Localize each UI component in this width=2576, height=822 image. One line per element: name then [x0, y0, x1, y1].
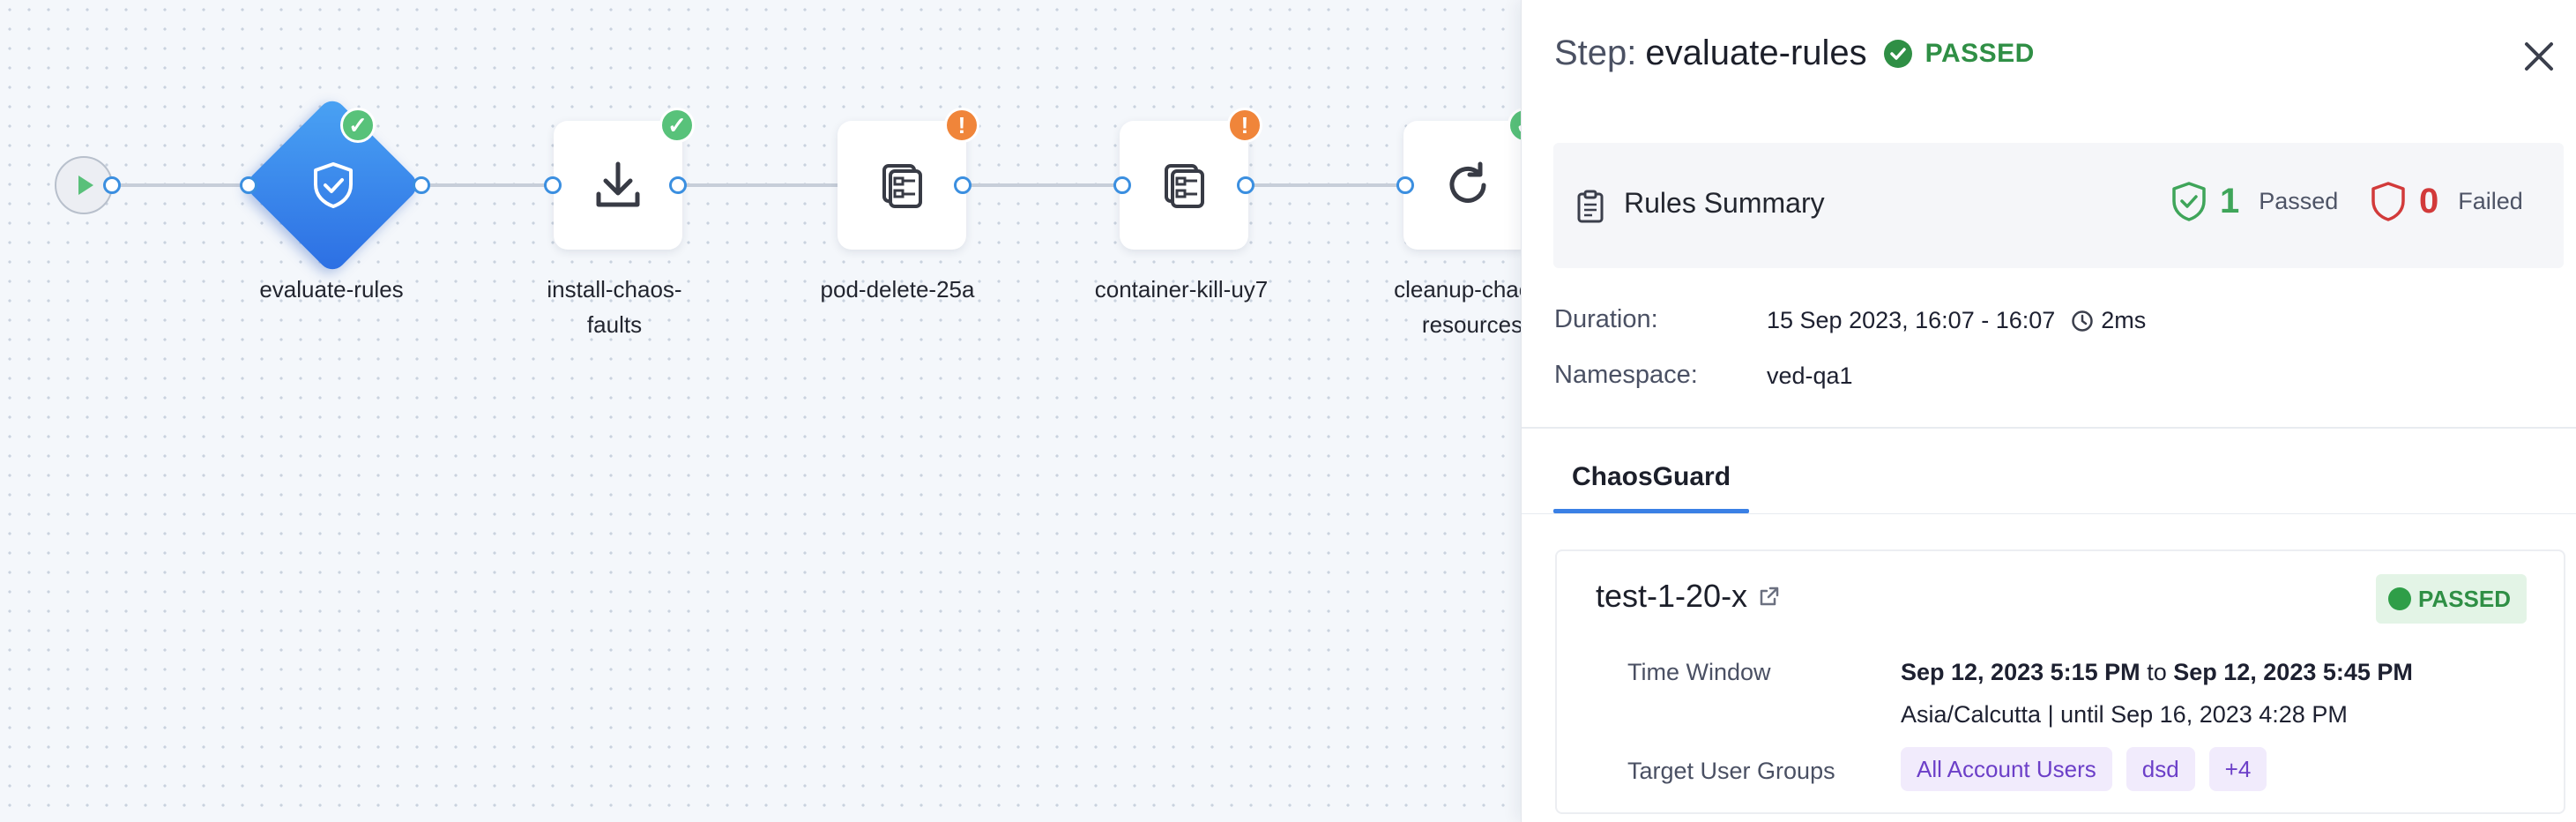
divider [1522, 427, 2576, 429]
download-icon [596, 161, 640, 207]
node-label: container-kill-uy7 [1094, 276, 1269, 303]
pod-delete-25a-node[interactable] [838, 121, 966, 250]
close-icon[interactable] [2518, 35, 2560, 78]
port [1113, 176, 1131, 194]
rules-summary-title: Rules Summary [1624, 187, 1825, 219]
install-chaos-faults-node[interactable] [554, 121, 682, 250]
time-window-value: Sep 12, 2023 5:15 PM to Sep 12, 2023 5:4… [1901, 659, 2413, 686]
window-end: Sep 12, 2023 5:45 PM [2173, 659, 2413, 685]
header-prefix: Step: [1554, 34, 1637, 72]
chaos-fault-icon [882, 164, 922, 208]
warning-badge-icon: ! [1227, 108, 1262, 143]
rule-title: test-1-20-x [1596, 578, 1781, 615]
failed-count: 0 [2419, 181, 2439, 220]
shield-check-icon [2172, 182, 2206, 221]
rule-name: test-1-20-x [1596, 578, 1748, 614]
rules-summary-card: Rules Summary 1 Passed 0 Failed [1553, 143, 2564, 268]
divider [1522, 513, 2576, 514]
chaos-fault-icon [1165, 164, 1204, 208]
target-groups: All Account Users dsd +4 [1901, 747, 2281, 791]
external-link-icon[interactable] [1758, 585, 1781, 608]
failed-label: Failed [2458, 187, 2523, 214]
passed-label: Passed [2259, 187, 2339, 214]
port [413, 176, 430, 194]
target-groups-label: Target User Groups [1627, 758, 1835, 784]
play-icon [78, 176, 93, 195]
port [954, 176, 972, 194]
node-label: pod-delete-25a [820, 276, 975, 303]
namespace-value: ved-qa1 [1767, 362, 1853, 389]
node-label: evaluate-rules [259, 276, 404, 303]
namespace-label: Namespace: [1554, 361, 1698, 389]
refresh-icon [1449, 161, 1486, 203]
duration-value: 15 Sep 2023, 16:07 - 16:07 2ms [1767, 307, 2146, 334]
warning-badge-icon: ! [944, 108, 979, 143]
rule-status: PASSED [2418, 585, 2511, 612]
node-label: install-chaos-faults [547, 276, 682, 338]
passed-badge-icon: ✓ [659, 108, 695, 143]
clipboard-icon [1577, 190, 1604, 223]
duration-label: Duration: [1554, 305, 1658, 333]
port [103, 176, 121, 194]
cleanup-chaos-resources-node[interactable] [1403, 121, 1521, 250]
tab-label: ChaosGuard [1571, 462, 1731, 491]
time-window-label: Time Window [1627, 659, 1771, 685]
status-dot-icon [2388, 587, 2411, 610]
node-label: cleanup-chaos-resources [1394, 276, 1521, 338]
duration-range: 15 Sep 2023, 16:07 - 16:07 [1767, 307, 2056, 333]
tab-chaosguard[interactable]: ChaosGuard [1553, 450, 1749, 513]
failed-stat: 0 Failed [2370, 175, 2523, 228]
timezone-line: Asia/Calcutta | until Sep 16, 2023 4:28 … [1901, 701, 2348, 728]
port [240, 176, 257, 194]
group-chip[interactable]: All Account Users [1901, 747, 2112, 791]
step-details-panel: Step: evaluate-rules PASSED Rules Summar… [1521, 0, 2576, 822]
port [1396, 176, 1414, 194]
elapsed-time: 2ms [2101, 307, 2147, 333]
check-circle-icon [1883, 39, 1912, 68]
passed-badge-icon: ✓ [340, 108, 376, 143]
tab-active-indicator [1553, 509, 1749, 513]
group-chip[interactable]: dsd [2126, 747, 2195, 791]
shield-icon [2371, 182, 2405, 221]
port [669, 176, 687, 194]
pipeline-canvas[interactable]: ✓ evaluate-rules ✓ install-chaos-faults … [0, 0, 1521, 822]
step-name: evaluate-rules [1645, 34, 1867, 72]
shield-check-icon [314, 162, 353, 208]
container-kill-uy7-node[interactable] [1120, 121, 1248, 250]
panel-header: Step: evaluate-rules PASSED [1554, 34, 2035, 73]
more-groups-chip[interactable]: +4 [2208, 747, 2267, 791]
rule-status-badge: PASSED [2376, 574, 2527, 624]
window-start: Sep 12, 2023 5:15 PM [1901, 659, 2140, 685]
pipeline-links [113, 183, 1521, 187]
rule-card: test-1-20-x PASSED Time Window Sep 12, 2… [1555, 549, 2565, 814]
passed-count: 1 [2220, 181, 2240, 220]
port [1237, 176, 1254, 194]
port [544, 176, 562, 194]
step-status: PASSED [1925, 38, 2035, 68]
window-to: to [2147, 659, 2167, 685]
clock-icon [2072, 310, 2094, 332]
passed-stat: 1 Passed [2170, 175, 2338, 228]
